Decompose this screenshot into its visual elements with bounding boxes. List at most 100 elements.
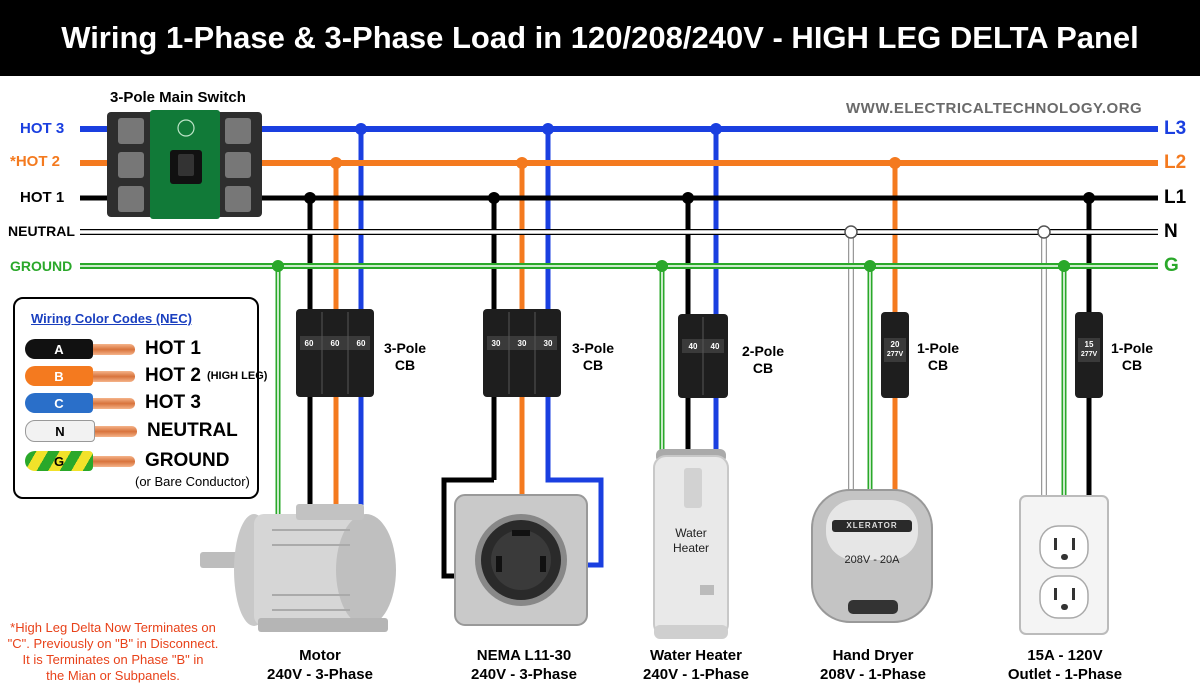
breaker-3-rating-2: 40 (710, 342, 720, 351)
breaker-4-label-line2: CB (927, 357, 949, 373)
water-heater-text-line1: Water (675, 526, 707, 540)
legend-item-c: C HOT 3 (25, 392, 201, 414)
water-heater-drops (659, 129, 719, 462)
breaker-1 (296, 309, 374, 397)
wire-c-icon: C (25, 393, 93, 413)
load-water-heater-spec: 240V - 1-Phase (643, 666, 749, 683)
load-label-motor: Motor 240V - 3-Phase (235, 646, 405, 684)
breaker-4 (881, 312, 909, 398)
high-leg-star: * (10, 153, 16, 170)
bus-label-hot2: *HOT 2 (10, 153, 60, 170)
water-heater-icon (653, 449, 729, 639)
bus-label-hot2-text: HOT 2 (15, 153, 61, 170)
legend-item-a: A HOT 1 (25, 338, 201, 360)
legend-item-n-label: NEUTRAL (147, 420, 238, 441)
load-nema-name: NEMA L11-30 (476, 647, 572, 664)
hand-dryer-icon (811, 489, 933, 623)
load-label-outlet: 15A - 120V Outlet - 1-Phase (980, 646, 1150, 684)
wire-a-icon: A (25, 339, 93, 359)
load-hand-dryer-spec: 208V - 1-Phase (820, 666, 926, 683)
legend-item-b-label: HOT 2 (145, 365, 201, 386)
breaker-1-rating-1: 60 (304, 339, 314, 348)
breaker-1-label-line2: CB (394, 357, 416, 373)
copper-conductor-icon (93, 343, 135, 355)
motor-icon (200, 504, 396, 632)
bus-end-g: G (1164, 255, 1179, 276)
legend-item-g-note: (or Bare Conductor) (135, 474, 250, 489)
load-motor-name: Motor (299, 647, 341, 664)
footnote-line3: It is Terminates on Phase "B" in (22, 652, 204, 667)
bus-end-l2: L2 (1164, 152, 1187, 173)
breaker-5 (1075, 312, 1103, 398)
bus-label-ground: GROUND (10, 258, 73, 274)
wire-n-icon: N (25, 420, 95, 442)
page-title: Wiring 1-Phase & 3-Phase Load in 120/208… (61, 20, 1139, 55)
breaker-3 (678, 314, 728, 398)
load-label-hand-dryer: Hand Dryer 208V - 1-Phase (788, 646, 958, 684)
legend-title: Wiring Color Codes (NEC) (31, 311, 192, 326)
load-motor-spec: 240V - 3-Phase (267, 666, 373, 683)
load-outlet-name: 15A - 120V (1027, 647, 1103, 664)
hand-dryer-brand: XLERATOR (846, 521, 898, 530)
copper-conductor-icon (93, 397, 135, 409)
title-bar: Wiring 1-Phase & 3-Phase Load in 120/208… (0, 0, 1200, 76)
load-outlet-spec: Outlet - 1-Phase (1007, 666, 1123, 683)
footnote-line1: *High Leg Delta Now Terminates on (10, 620, 216, 635)
breaker-5-label-line2: CB (1121, 357, 1143, 373)
bus-end-n: N (1164, 221, 1178, 242)
breaker-5-label-line1: 1-Pole (1111, 340, 1154, 356)
bus-label-hot1: HOT 1 (20, 189, 65, 206)
legend-item-b: B HOT 2 (HIGH LEG) (25, 365, 267, 387)
breaker-4-rating: 20 (890, 340, 900, 349)
bus-label-hot3: HOT 3 (20, 120, 65, 137)
bus-end-l3: L3 (1164, 118, 1187, 139)
footnote-line4: the Mian or Subpanels. (46, 668, 180, 683)
bus-label-neutral: NEUTRAL (8, 223, 75, 239)
breaker-2-label-line2: CB (582, 357, 604, 373)
load-nema-spec: 240V - 3-Phase (471, 666, 577, 683)
breaker-5-rating: 15 (1084, 340, 1094, 349)
breaker-5-voltage: 277V (1080, 351, 1098, 358)
breaker-2-rating-3: 30 (543, 339, 553, 348)
breaker-1-label-line1: 3-Pole (384, 340, 427, 356)
load-label-water-heater: Water Heater 240V - 1-Phase (611, 646, 781, 684)
wire-g-icon: G (25, 451, 93, 471)
copper-conductor-icon (95, 425, 137, 437)
breaker-3-label-line2: CB (752, 360, 774, 376)
load-water-heater-name: Water Heater (650, 647, 742, 664)
main-switch (107, 110, 262, 219)
bus-end-l1: L1 (1164, 187, 1187, 208)
breaker-2 (483, 309, 561, 397)
legend-item-n: N NEUTRAL (25, 420, 238, 442)
breaker-3-label-line1: 2-Pole (742, 343, 785, 359)
breaker-1-rating-2: 60 (330, 339, 340, 348)
legend-item-g: G GROUND (25, 450, 229, 472)
legend-item-a-label: HOT 1 (145, 338, 201, 359)
wire-b-icon: B (25, 366, 93, 386)
breaker-2-label-line1: 3-Pole (572, 340, 615, 356)
breaker-2-rating-2: 30 (517, 339, 527, 348)
water-heater-text-line2: Heater (672, 541, 710, 555)
legend-item-b-note: (HIGH LEG) (206, 370, 268, 382)
outlet-icon (1019, 495, 1109, 635)
breaker-4-voltage: 277V (886, 351, 904, 358)
hand-dryer-rating: 208V - 20A (844, 554, 900, 566)
wiring-color-legend: Wiring Color Codes (NEC) A HOT 1 B HOT 2… (13, 297, 267, 499)
main-switch-label: 3-Pole Main Switch (110, 89, 246, 106)
load-hand-dryer-name: Hand Dryer (832, 647, 914, 664)
legend-item-g-label: GROUND (145, 450, 230, 471)
breaker-1-rating-3: 60 (356, 339, 366, 348)
copper-conductor-icon (93, 455, 135, 467)
website-url: WWW.ELECTRICALTECHNOLOGY.ORG (846, 100, 1143, 117)
load-label-nema: NEMA L11-30 240V - 3-Phase (439, 646, 609, 684)
breaker-4-label-line1: 1-Pole (917, 340, 960, 356)
legend-item-c-label: HOT 3 (145, 392, 201, 413)
copper-conductor-icon (93, 370, 135, 382)
footnote-line2: "C". Previously on "B" in Disconnect. (7, 636, 219, 651)
